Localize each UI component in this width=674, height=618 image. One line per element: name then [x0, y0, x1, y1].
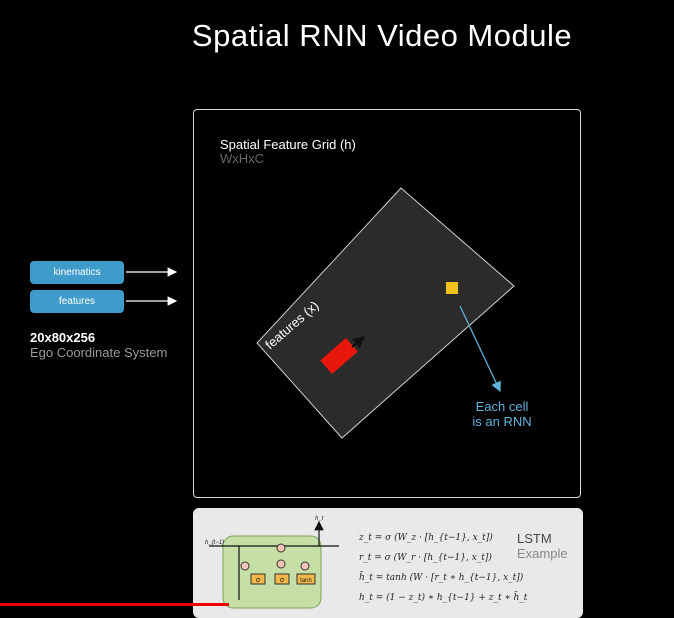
lstm-forget-node: [240, 561, 250, 571]
coordinate-system-label: Ego Coordinate System: [30, 345, 168, 360]
equation-h-tilde: h̃_t = tanh (W · [r_t ∗ h_{t−1}, x_t]): [359, 573, 524, 583]
grid-dimensions: WxHxC: [220, 151, 265, 166]
rnn-cell-square: [446, 282, 458, 294]
equation-h: h_t = (1 − z_t) ∗ h_{t−1} + z_t ∗ h̃_t: [359, 593, 528, 603]
lstm-gate-sigma-2: [274, 573, 290, 585]
grid-title: Spatial Feature Grid (h): [220, 137, 356, 152]
lstm-multiply-node: [276, 543, 286, 553]
equation-z: z_t = σ (W_z · [h_{t−1}, x_t]): [359, 533, 493, 543]
input-dimensions: 20x80x256: [30, 330, 96, 345]
lstm-cell-body: [222, 535, 322, 609]
page-title: Spatial RNN Video Module: [191, 18, 573, 53]
rnn-cell-label-line1: Each cell: [475, 399, 529, 414]
spatial-feature-grid-frame: [193, 109, 581, 498]
lstm-title: LSTM: [517, 531, 552, 546]
rotated-feature-grid: [256, 187, 515, 439]
lstm-input-state-label: h_{t−1}: [205, 540, 224, 546]
lstm-cell-diagram: σ σ tanh h_{t−1} h_t: [205, 516, 339, 609]
lstm-gate-tanh-label: tanh: [300, 578, 312, 584]
lstm-gate-tanh: [296, 573, 316, 585]
rnn-cell-label: Each cell is an RNN: [447, 399, 557, 429]
vehicle-heading-arrow: [351, 336, 366, 349]
lstm-gate-sigma-2-label: σ: [280, 577, 285, 584]
lstm-example-panel: σ σ tanh h_{t−1} h_t z_t = σ (W_z · [h_{…: [193, 508, 583, 618]
features-input-pill: features: [30, 290, 124, 313]
ego-vehicle-box: [320, 338, 358, 374]
lstm-add-node: [276, 559, 286, 569]
lstm-output-node: [300, 561, 310, 571]
lstm-gate-sigma-1: [250, 573, 266, 585]
equation-r: r_t = σ (W_r · [h_{t−1}, x_t]): [359, 553, 492, 563]
lstm-subtitle: Example: [517, 546, 568, 561]
lstm-gate-sigma-1-label: σ: [256, 577, 261, 584]
cell-pointer-arrow: [459, 305, 501, 393]
lstm-output-state-label: h_t: [315, 516, 324, 522]
video-progress-bar[interactable]: [0, 603, 230, 606]
kinematics-input-pill: kinematics: [30, 261, 124, 284]
rnn-cell-label-line2: is an RNN: [472, 414, 532, 429]
